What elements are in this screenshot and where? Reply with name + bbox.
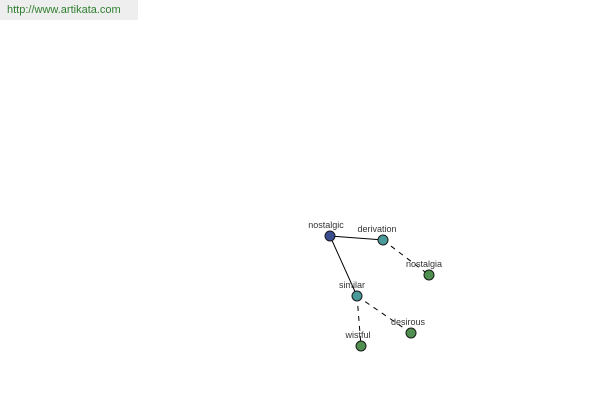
node-label-derivation: derivation <box>357 224 396 234</box>
edge-nostalgic-similar <box>329 235 358 297</box>
node-label-desirous: desirous <box>391 317 426 327</box>
labels-layer: nostalgic derivation nostalgia similar wistf… <box>308 220 442 340</box>
site-url-link[interactable]: http://www.artikata.com <box>0 0 138 20</box>
edge-similar-wistful <box>356 295 362 347</box>
edge-nostalgic-derivation <box>329 235 384 241</box>
node-similar[interactable] <box>351 290 363 302</box>
node-nostalgia[interactable] <box>423 269 435 281</box>
nodes-layer <box>324 230 435 352</box>
node-desirous[interactable] <box>405 327 417 339</box>
node-derivation[interactable] <box>377 234 389 246</box>
node-label-nostalgic: nostalgic <box>308 220 344 230</box>
node-label-nostalgia: nostalgia <box>406 259 442 269</box>
node-nostalgic[interactable] <box>324 230 336 242</box>
edge-derivation-nostalgia <box>382 239 430 276</box>
node-wistful[interactable] <box>355 340 367 352</box>
node-label-similar: similar <box>339 280 365 290</box>
node-label-wistful: wistful <box>344 330 370 340</box>
edge-similar-desirous <box>356 295 412 334</box>
edges-layer <box>329 235 430 347</box>
